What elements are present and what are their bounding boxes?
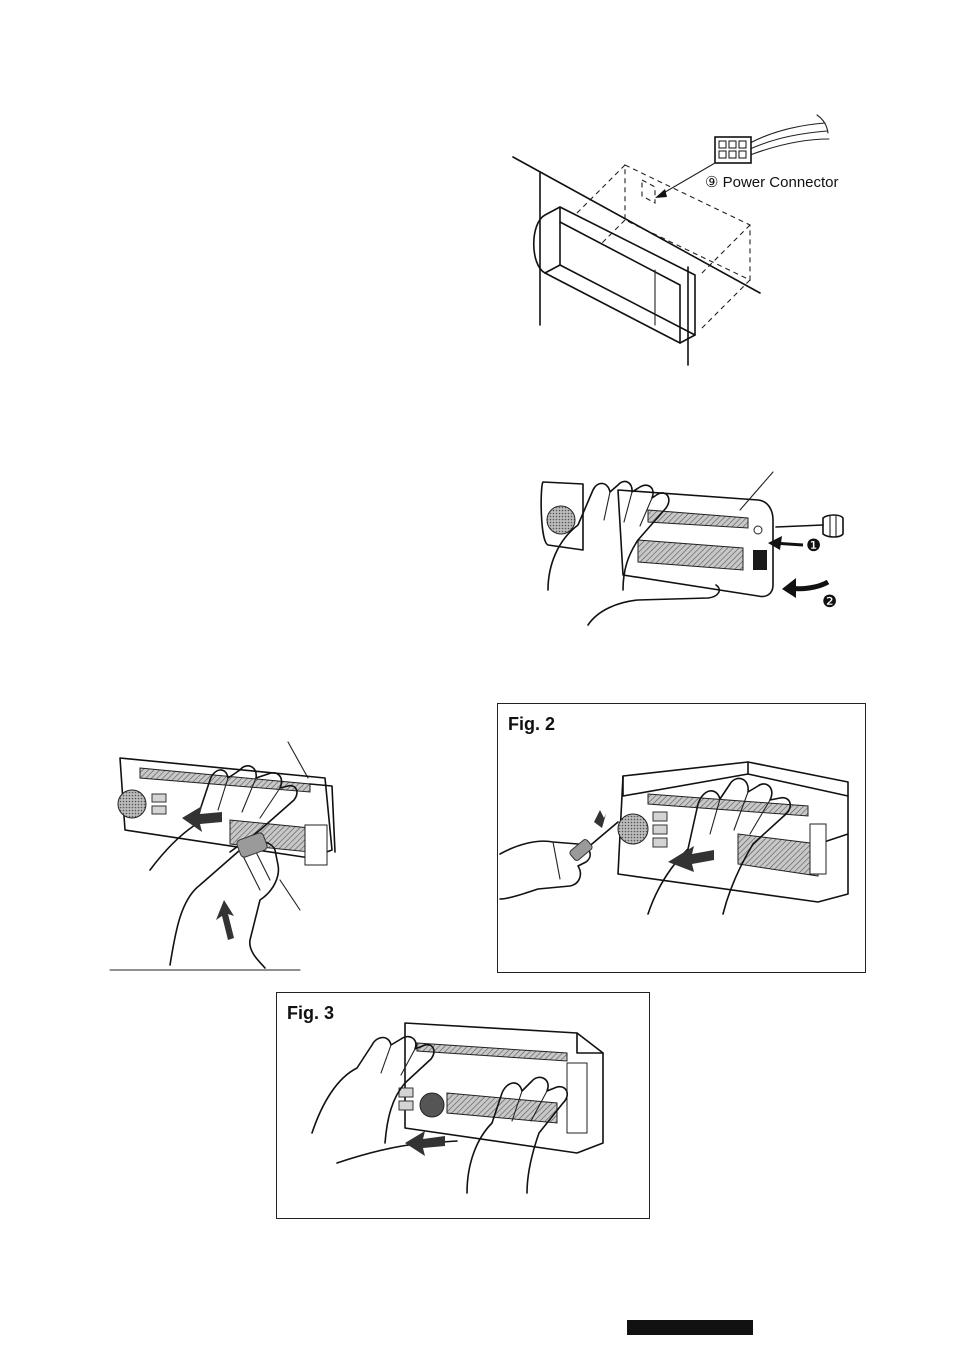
figure-3: Fig. 3	[276, 992, 650, 1219]
figure-2: Fig. 2	[497, 703, 866, 973]
escutcheon-removal-illustration: ❶ ❷	[528, 470, 848, 630]
step-1-marker: ❶	[806, 536, 821, 556]
power-connector-illustration: ⑨ Power Connector	[505, 95, 865, 370]
power-connector-label: ⑨ Power Connector	[705, 173, 839, 191]
step-2-marker: ❷	[822, 592, 837, 612]
footer-bar	[627, 1320, 753, 1335]
panel-pull-illustration	[110, 740, 350, 975]
